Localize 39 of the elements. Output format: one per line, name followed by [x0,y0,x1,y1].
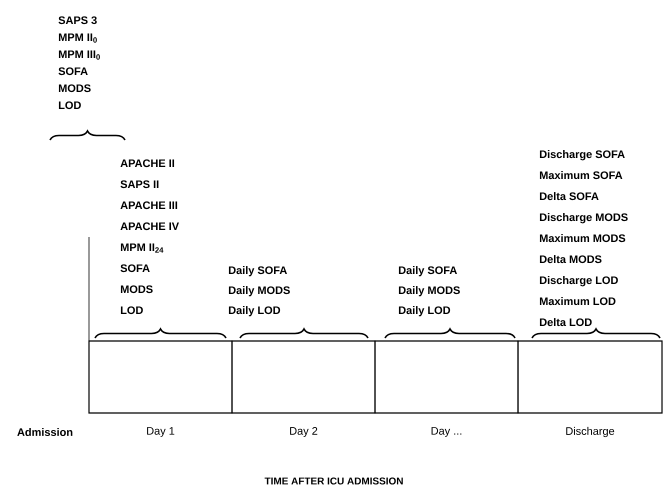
time-label: Day 1 [147,427,174,437]
score-label: APACHE III [120,201,178,210]
score-label: SOFA [58,67,88,76]
score-label: MPM III$_{0}$ [58,50,100,60]
score-label: MPM II$_{0}$ [58,33,97,43]
score-label: SAPS 3 [58,16,97,24]
time-label: Discharge [566,426,614,438]
score-label: LOD [58,101,81,110]
score-label: MODS [58,84,91,92]
axis-title: TIME AFTER ICU ADMISSION [264,477,403,485]
score-label: SOFA [120,264,150,272]
score-label: Discharge SOFA [540,150,625,160]
score-label: APACHE IV [120,222,179,230]
timeline-box [231,340,376,414]
score-label: Maximum MODS [540,234,626,242]
score-label: Daily SOFA [398,266,457,276]
score-label: Discharge MODS [540,213,628,224]
score-label: Delta LOD [540,318,592,326]
score-label: MPM II$_{24}$ [120,243,164,253]
score-label: MODS [120,285,153,294]
score-label: Daily LOD [398,306,450,316]
time-label: Admission [17,428,72,436]
score-label: Maximum LOD [540,297,616,306]
score-label: Delta SOFA [540,192,599,200]
time-label: Day ... [432,427,462,437]
score-label: APACHE II [120,159,174,168]
timeline-box [374,340,519,414]
score-label: Daily MODS [398,286,460,296]
timeline-box [517,340,663,414]
score-label: Daily SOFA [228,266,287,276]
score-label: SAPS II [120,180,158,188]
score-label: Daily MODS [228,286,290,296]
score-label: Daily LOD [228,306,280,316]
score-label: Delta MODS [540,255,602,264]
score-label: Maximum SOFA [540,171,622,180]
time-label: Day 2 [290,427,318,437]
timeline-box [88,340,233,414]
score-label: Discharge LOD [540,276,618,286]
score-label: LOD [120,306,143,314]
